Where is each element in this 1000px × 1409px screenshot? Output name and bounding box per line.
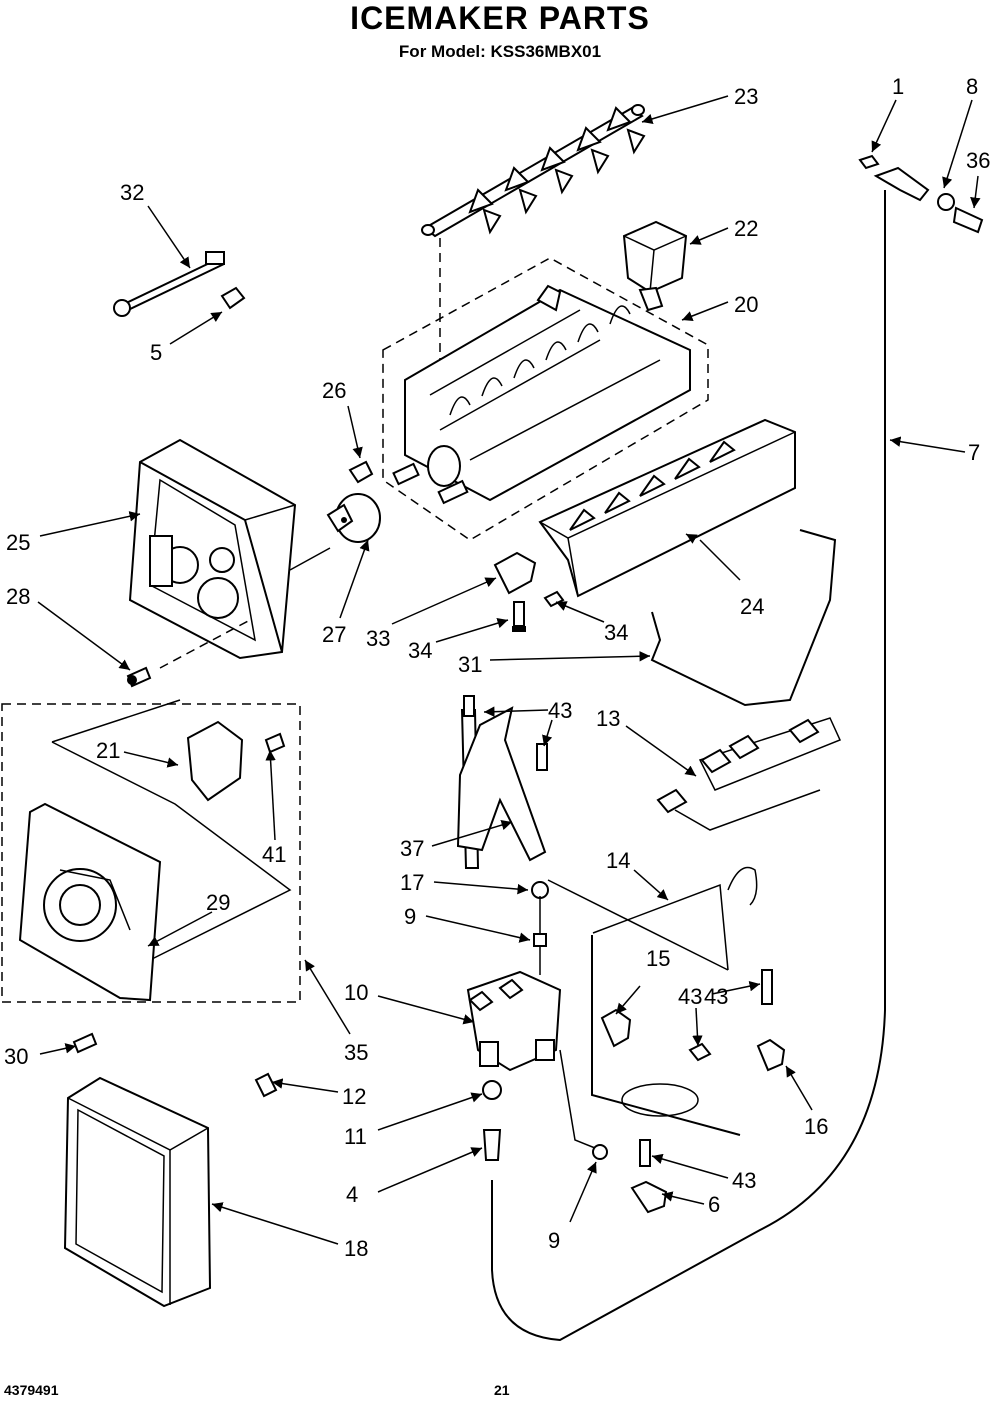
- callout-labels: 23 22 20 24 32 5 26 25 28 27 33 34 34 31…: [4, 74, 990, 1261]
- callout-18: 18: [344, 1236, 368, 1261]
- ice-mold-drawing: [382, 238, 709, 541]
- screw-28-leader: [159, 619, 251, 669]
- ice-mold-shield-drawing: [538, 418, 796, 598]
- callout-4: 4: [346, 1182, 358, 1207]
- module-assembly-drawing: [1, 699, 301, 1003]
- callout-6: 6: [708, 1192, 720, 1217]
- harness-clip-drawing: [220, 286, 246, 310]
- callout-24: 24: [740, 594, 764, 619]
- callout-25: 25: [6, 530, 30, 555]
- front-cover-drawing: [63, 1076, 212, 1308]
- screw-41-drawing: [264, 732, 286, 754]
- motor-drawing: [326, 493, 381, 543]
- valve-wire: [559, 1049, 596, 1149]
- callout-17: 17: [400, 870, 424, 895]
- callout-22: 22: [734, 216, 758, 241]
- callout-13: 13: [596, 706, 620, 731]
- nut-17-drawing: [531, 881, 549, 899]
- ferrule-9-bottom-drawing: [592, 1144, 608, 1160]
- bracket-drawing: [493, 551, 537, 595]
- page-number: 21: [494, 1382, 510, 1398]
- callout-29: 29: [206, 890, 230, 915]
- callout-43d: 43: [704, 984, 728, 1009]
- callout-33: 33: [366, 626, 390, 651]
- callout-11: 11: [344, 1124, 367, 1149]
- callout-28: 28: [6, 584, 30, 609]
- clip-16-drawing: [756, 1038, 786, 1072]
- callout-34a: 34: [408, 638, 432, 663]
- page-title: ICEMAKER PARTS: [350, 0, 650, 36]
- screw-43-mid-drawing: [688, 1042, 712, 1062]
- callout-8: 8: [966, 74, 978, 99]
- callout-7: 7: [968, 440, 980, 465]
- ferrule-9-top-drawing: [533, 933, 547, 947]
- callout-16: 16: [804, 1114, 828, 1139]
- callout-9b: 9: [548, 1228, 560, 1253]
- callout-15: 15: [646, 946, 670, 971]
- ejector-bar-drawing: [421, 104, 646, 238]
- valve-bracket-drawing: [456, 695, 548, 862]
- callout-20: 20: [734, 292, 758, 317]
- callout-36: 36: [966, 148, 990, 173]
- callout-32: 32: [120, 180, 144, 205]
- callout-31: 31: [458, 652, 482, 677]
- nut-11-drawing: [482, 1080, 502, 1100]
- screw-43-bottom-drawing: [639, 1139, 651, 1167]
- wire-nut-12-drawing: [254, 1072, 278, 1098]
- heater-14-drawing: [547, 866, 758, 1136]
- water-tube-7-drawing: [491, 190, 886, 1342]
- callout-5: 5: [150, 340, 162, 365]
- control-housing-drawing: [128, 438, 297, 660]
- clip-15-drawing: [600, 1008, 632, 1048]
- callout-43a: 43: [548, 698, 572, 723]
- document-number: 4379491: [4, 1382, 59, 1398]
- callout-27: 27: [322, 622, 346, 647]
- screw-28-drawing: [126, 666, 152, 688]
- callout-10: 10: [344, 980, 368, 1005]
- model-subtitle: For Model: KSS36MBX01: [398, 42, 602, 61]
- clip-6-drawing: [630, 1180, 668, 1214]
- fill-cup-drawing: [622, 220, 688, 312]
- water-valve-drawing: [466, 970, 562, 1072]
- callout-23: 23: [734, 84, 758, 109]
- callout-12: 12: [342, 1084, 366, 1109]
- callout-30: 30: [4, 1044, 28, 1069]
- callout-43c: 43: [732, 1168, 756, 1193]
- shutoff-arm-drawing: [650, 529, 837, 707]
- screw-43-right-drawing: [761, 969, 773, 1005]
- callout-37: 37: [400, 836, 424, 861]
- wiring-harness-13-drawing: [656, 717, 842, 831]
- housing-connector-line: [289, 547, 331, 571]
- callout-arrows: [37, 95, 981, 1245]
- callout-9a: 9: [404, 904, 416, 929]
- tube-fitting-drawing: [858, 154, 984, 234]
- inlet-4-drawing: [482, 1129, 502, 1161]
- screw-30-drawing: [72, 1032, 98, 1054]
- callout-21: 21: [96, 738, 120, 763]
- callout-26: 26: [322, 378, 346, 403]
- wire-harness-drawing: [113, 251, 246, 317]
- callout-35: 35: [344, 1040, 368, 1065]
- callout-43b: 43: [678, 984, 702, 1009]
- callout-41: 41: [262, 842, 286, 867]
- callout-34b: 34: [604, 620, 628, 645]
- callout-1: 1: [892, 74, 904, 99]
- bracket-screw-drawing: [543, 590, 565, 608]
- screw-34-drawing: [512, 601, 526, 632]
- callout-14: 14: [606, 848, 630, 873]
- clip-drawing: [348, 460, 374, 484]
